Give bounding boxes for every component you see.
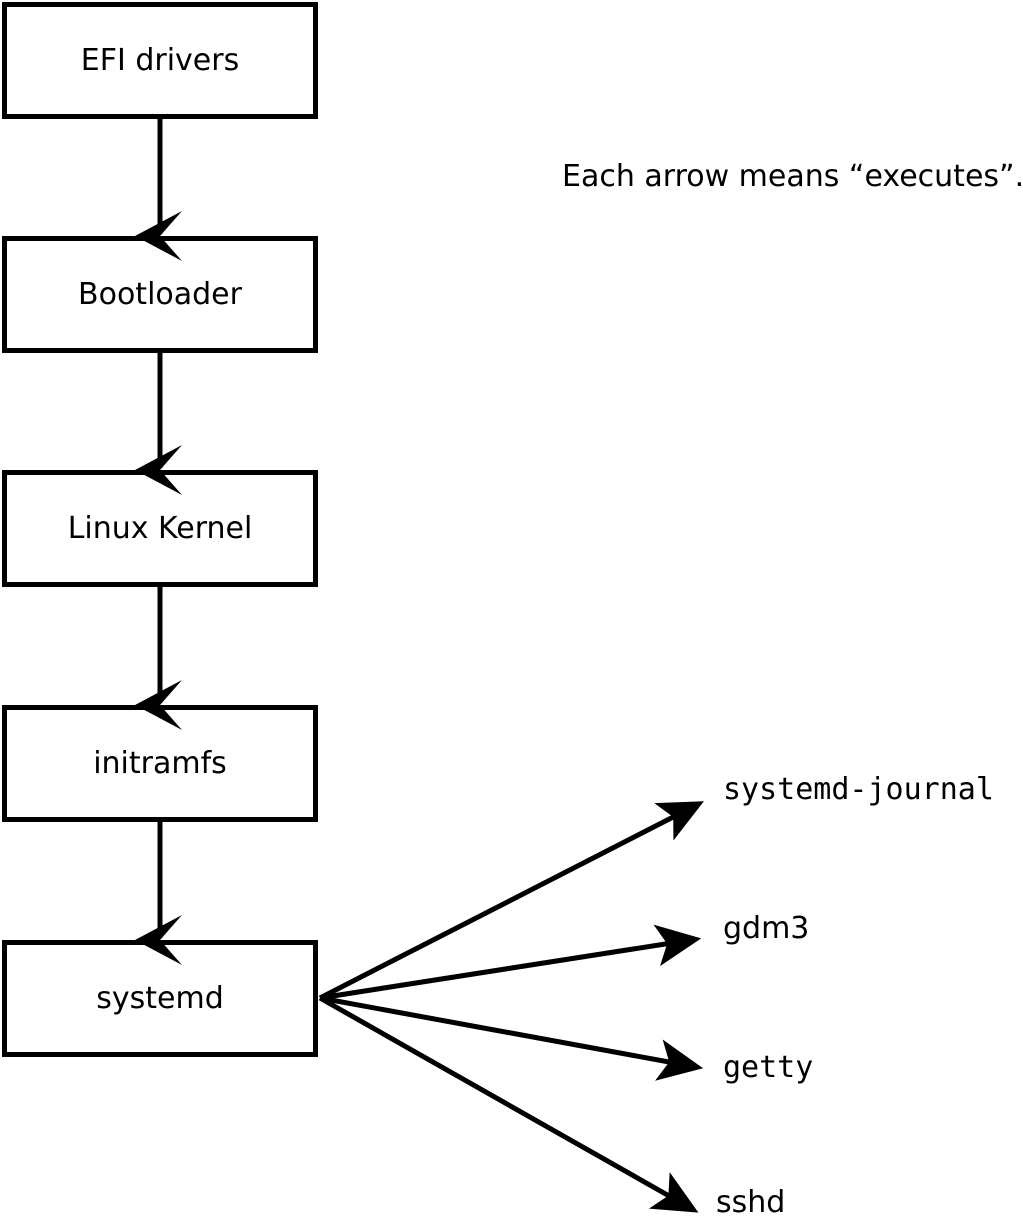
service-label-gdm3[interactable]: gdm3 [723, 911, 810, 946]
stage-box-initramfs[interactable]: initramfs [2, 705, 318, 822]
service-label-sshd[interactable]: sshd [716, 1185, 786, 1220]
fanout-arrow-sshd [318, 995, 699, 1213]
stage-label-initramfs: initramfs [93, 745, 227, 781]
stage-label-linux-kernel: Linux Kernel [67, 510, 253, 546]
stage-box-systemd[interactable]: systemd [2, 940, 318, 1057]
stage-box-efi-drivers[interactable]: EFI drivers [2, 2, 318, 119]
stage-box-linux-kernel[interactable]: Linux Kernel [2, 470, 318, 587]
stage-box-bootloader[interactable]: Bootloader [2, 236, 318, 353]
stage-label-systemd: systemd [96, 980, 224, 1016]
fanout-arrow-getty [319, 995, 704, 1081]
service-label-getty[interactable]: getty [723, 1050, 814, 1085]
stage-label-efi-drivers: EFI drivers [80, 42, 240, 78]
stage-label-bootloader: Bootloader [78, 276, 242, 312]
fanout-arrow-systemd-journal [318, 801, 704, 1001]
fanout-arrow-gdm3 [319, 924, 702, 1001]
service-label-systemd-journal[interactable]: systemd-journal [723, 772, 994, 807]
diagram-caption: Each arrow means “executes”. [562, 159, 1023, 194]
